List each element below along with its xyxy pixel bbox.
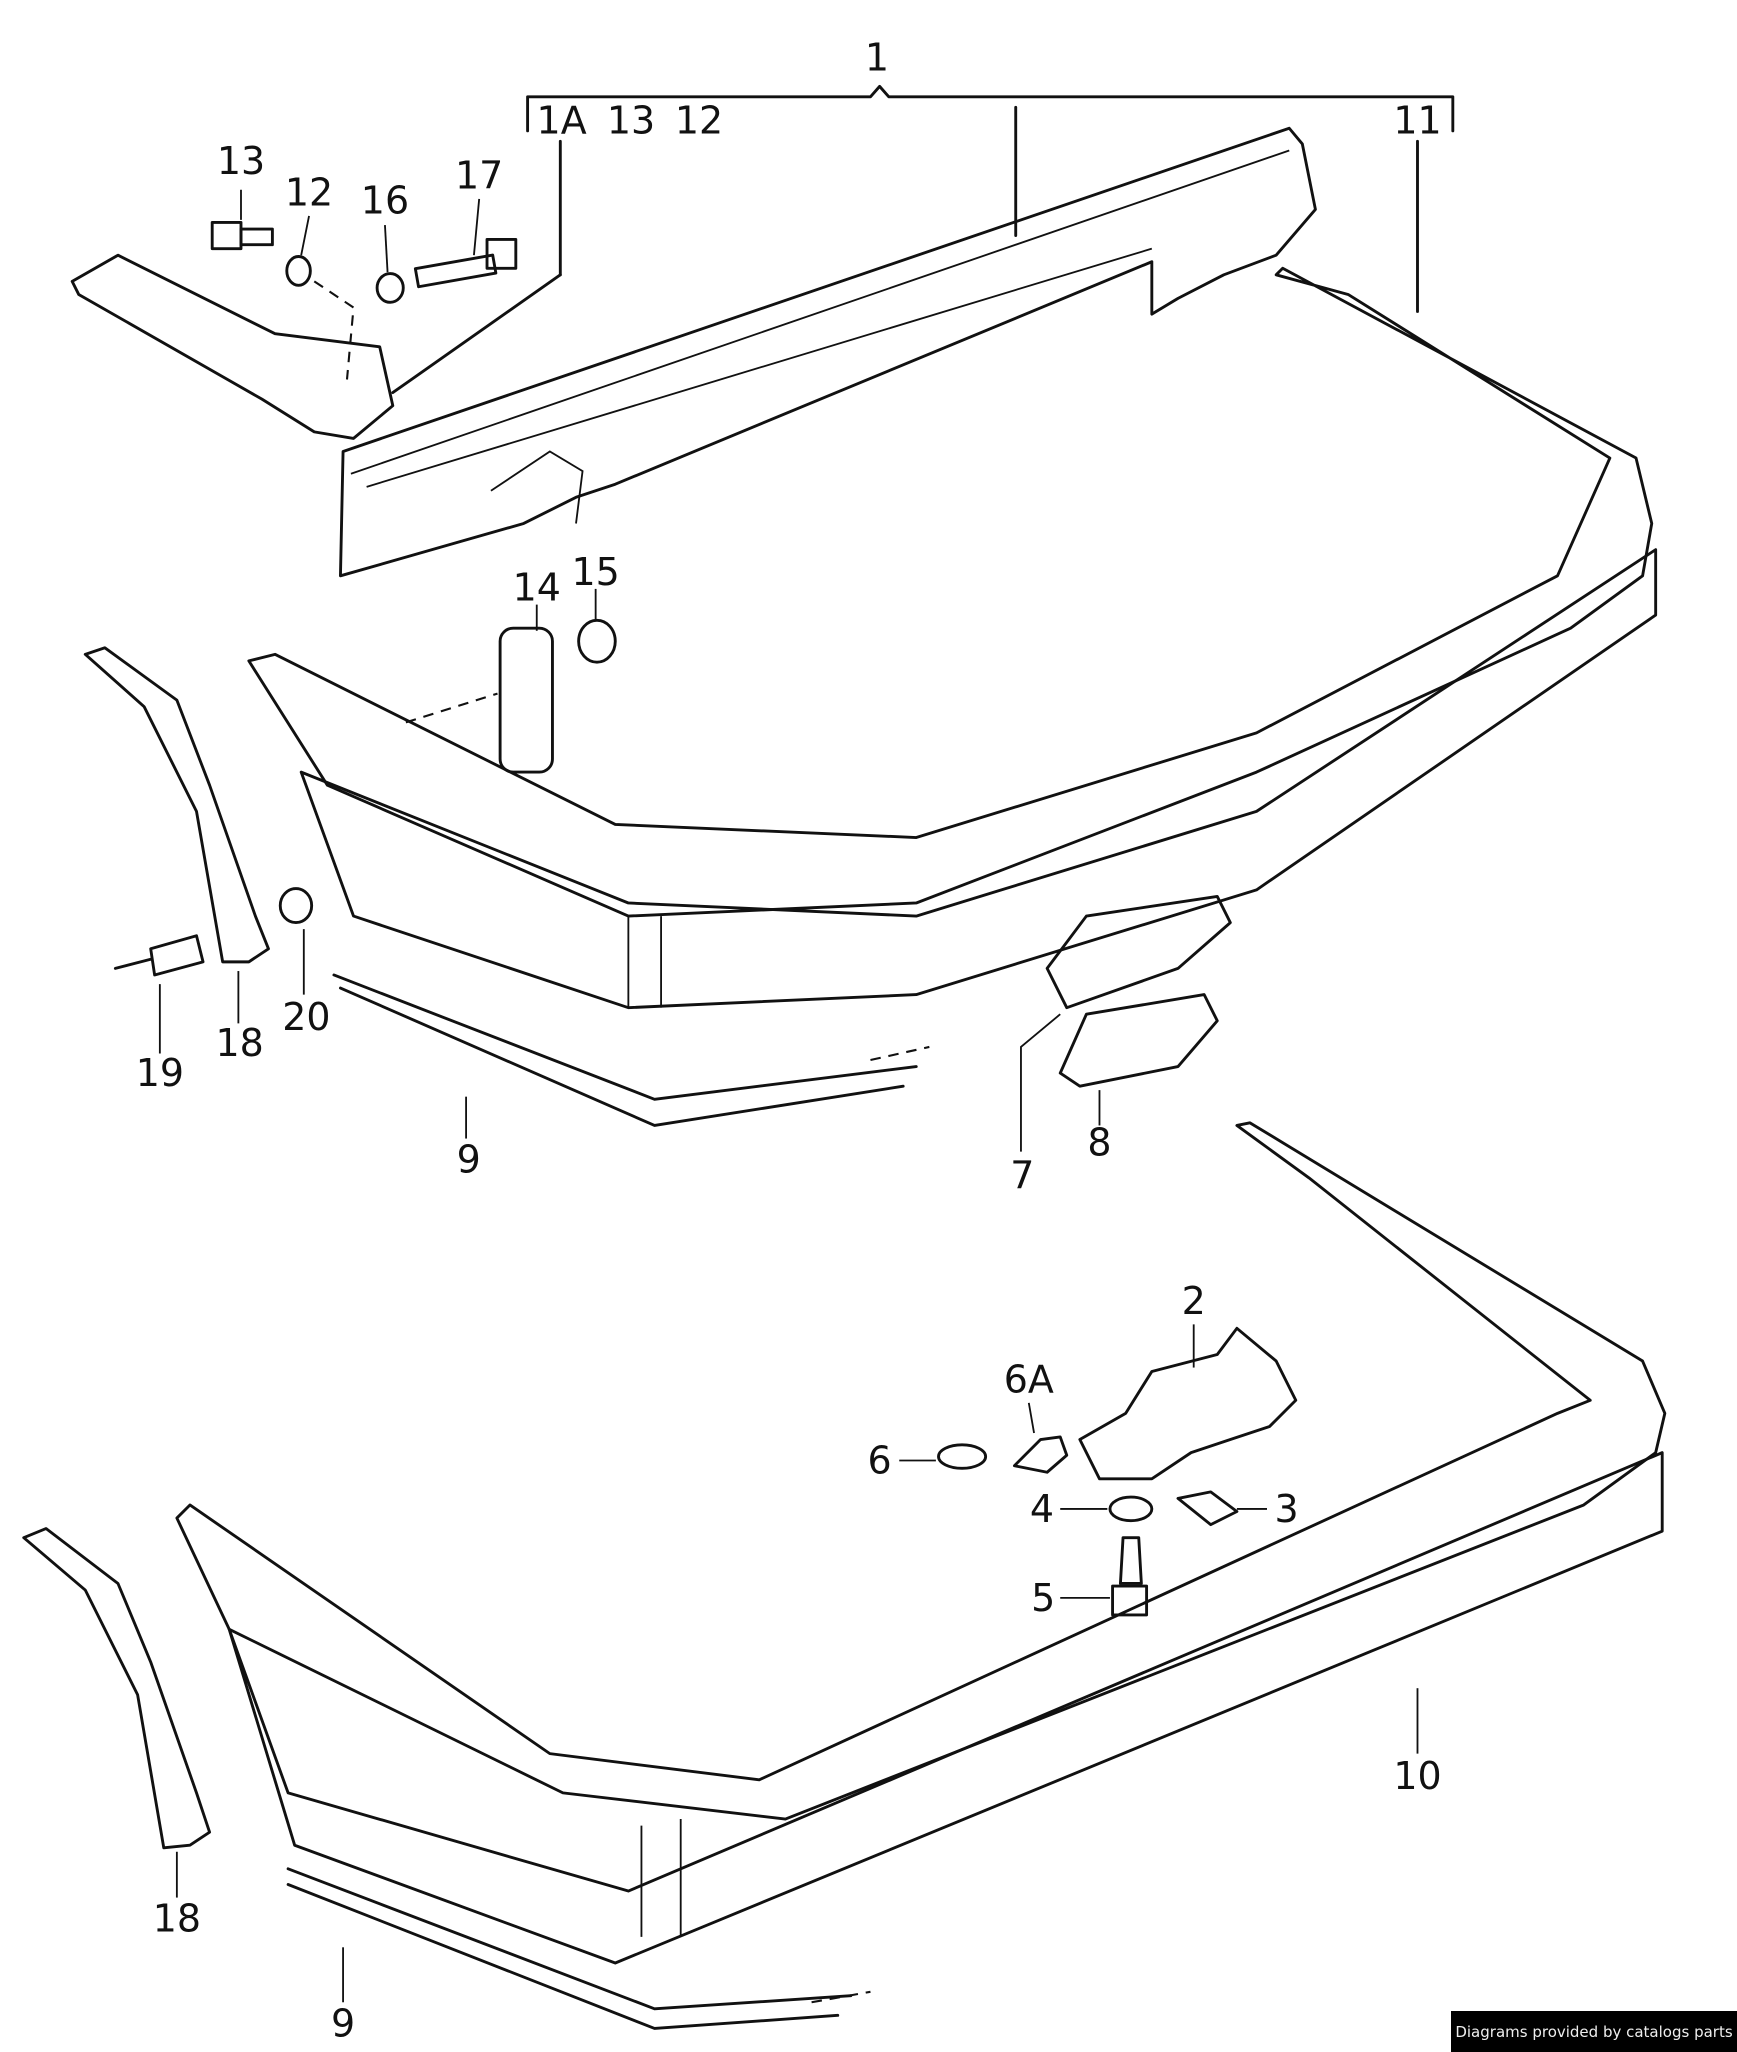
callout-10: 10 bbox=[1393, 1754, 1441, 1798]
callout-11: 11 bbox=[1393, 98, 1441, 142]
callout-9: 9 bbox=[457, 1138, 481, 1182]
grommet-15 bbox=[577, 618, 617, 664]
reflector-8 bbox=[1058, 993, 1219, 1088]
bumper-cover-upper bbox=[247, 266, 1658, 1127]
clip-19 bbox=[113, 934, 205, 977]
callout-18: 18 bbox=[216, 1021, 264, 1065]
callout-13: 13 bbox=[217, 139, 265, 183]
grommet-20 bbox=[278, 887, 314, 925]
washer-4 bbox=[1108, 1495, 1154, 1523]
callout-20: 20 bbox=[282, 995, 330, 1039]
mounting-bracket-2 bbox=[1078, 1326, 1298, 1481]
callout-6a: 6A bbox=[1004, 1357, 1054, 1401]
reinforcement-beam bbox=[339, 126, 1317, 578]
nut-6 bbox=[937, 1443, 988, 1470]
callout-4: 4 bbox=[1030, 1487, 1054, 1531]
callout-3: 3 bbox=[1275, 1487, 1299, 1531]
callout-14: 14 bbox=[513, 566, 561, 610]
callout-12: 12 bbox=[285, 170, 333, 214]
reflector-7 bbox=[1045, 895, 1232, 1010]
bolt-17 bbox=[413, 238, 518, 289]
callout-12-group: 12 bbox=[675, 98, 723, 142]
bolt-13 bbox=[210, 221, 274, 251]
washer-12 bbox=[285, 255, 312, 287]
callout-13-group: 13 bbox=[607, 98, 655, 142]
callout-19: 19 bbox=[136, 1051, 184, 1095]
wheel-arch-trim-18 bbox=[83, 646, 270, 964]
screw-5 bbox=[1111, 1536, 1149, 1617]
callout-2: 2 bbox=[1182, 1279, 1206, 1323]
callout-18-lower: 18 bbox=[153, 1897, 201, 1941]
callout-16: 16 bbox=[361, 178, 409, 222]
bumper-cover-lower bbox=[175, 1121, 1667, 2030]
callout-6: 6 bbox=[868, 1439, 892, 1483]
speed-nut-3 bbox=[1176, 1490, 1239, 1527]
side-bracket bbox=[70, 253, 395, 440]
credit-banner: Diagrams provided by catalogs parts bbox=[1451, 2011, 1737, 2052]
wheel-arch-trim-18-lower bbox=[22, 1527, 212, 1850]
callout-1a: 1A bbox=[537, 98, 587, 142]
washer-16 bbox=[375, 272, 405, 304]
clip-6a bbox=[1012, 1435, 1069, 1474]
callout-7: 7 bbox=[1010, 1153, 1034, 1197]
guide-14 bbox=[498, 626, 554, 774]
callout-17: 17 bbox=[455, 153, 503, 197]
callout-9-lower: 9 bbox=[331, 2001, 355, 2045]
callout-5: 5 bbox=[1031, 1576, 1055, 1620]
callout-8: 8 bbox=[1087, 1121, 1111, 1165]
callout-15: 15 bbox=[572, 550, 620, 594]
group-bracket bbox=[526, 84, 1455, 133]
callout-1: 1 bbox=[865, 36, 889, 80]
